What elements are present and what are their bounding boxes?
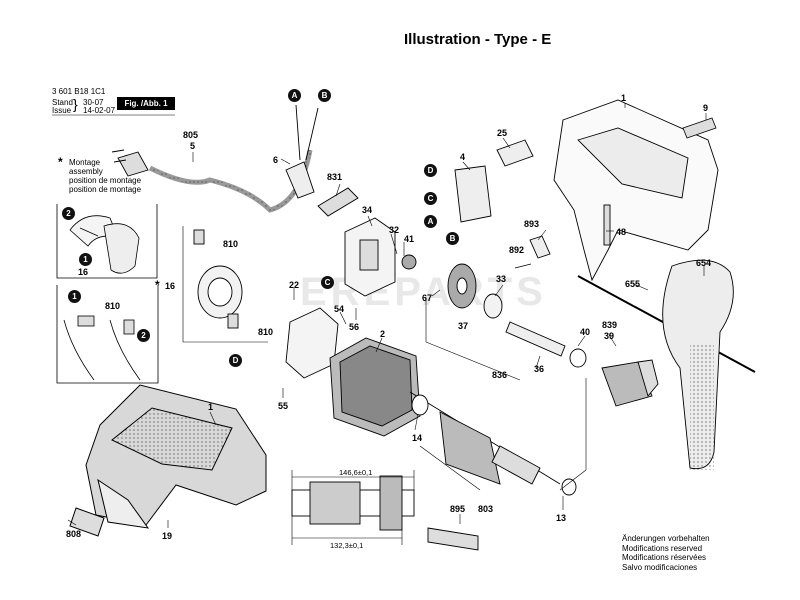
- part-label-805: 805: [183, 130, 199, 140]
- armature: [409, 391, 577, 496]
- leader-lines: [67, 103, 707, 528]
- modifications-note-line-3: Modifications réservées: [622, 553, 707, 563]
- callout-b-switch: B: [446, 232, 459, 245]
- part-label-810-inset: 810: [105, 301, 121, 311]
- stand-label: Stand: [52, 98, 73, 107]
- auxiliary-handle: [577, 259, 756, 470]
- part-label-839: 839: [602, 320, 618, 330]
- modifications-note-line-2: Modifications reserved: [622, 543, 703, 553]
- callout-c-switch: C: [424, 192, 437, 205]
- modifications-note-line-1: Änderungen vorbehalten: [622, 534, 710, 543]
- gear-train: [401, 254, 587, 368]
- part-label-16-inset: 16: [78, 267, 89, 277]
- part-label-16-main: 16: [165, 281, 176, 291]
- part-label-9: 9: [703, 103, 709, 113]
- stand-date: 30-07: [83, 98, 104, 107]
- part-label-41: 41: [404, 234, 415, 244]
- assembled-drill: [69, 384, 267, 537]
- part-label-56: 56: [349, 322, 360, 332]
- part-label-895: 895: [450, 504, 466, 514]
- bearing-cover: [317, 187, 359, 217]
- modifications-note-line-4: Salvo modificaciones: [622, 562, 698, 572]
- part-label-34: 34: [362, 205, 373, 215]
- dimension-label-bottom: 132,3±0,1: [330, 541, 364, 550]
- part-label-39: 39: [604, 331, 615, 341]
- part-label-810-top: 810: [223, 239, 239, 249]
- part-label-654: 654: [696, 258, 712, 268]
- figure-badge: Fig. /Abb. 1: [117, 97, 175, 110]
- part-number: 3 601 B18 1C1: [52, 87, 106, 96]
- part-label-892: 892: [509, 245, 525, 255]
- bearing-plate: [344, 217, 396, 297]
- part-label-36: 36: [534, 364, 545, 374]
- part-label-67: 67: [422, 293, 433, 303]
- part-label-836: 836: [492, 370, 508, 380]
- callout-d-switch: D: [424, 164, 437, 177]
- assembly-note-line-1: Montage: [69, 158, 101, 167]
- part-label-13: 13: [556, 513, 567, 523]
- housing-half: [553, 99, 719, 282]
- assembly-note-star: *: [58, 155, 63, 169]
- switch-assembly: [454, 139, 551, 269]
- part-label-1-housing: 1: [621, 93, 627, 103]
- part-label-2: 2: [380, 329, 386, 339]
- part-label-19: 19: [162, 531, 173, 541]
- drill-chuck: [601, 359, 659, 407]
- callout-1-top-inset: 1: [79, 253, 92, 266]
- callout-2-bottom-inset: 2: [137, 329, 150, 342]
- assembly-note-line-3: position de montage: [69, 176, 142, 185]
- assembly-star-marker: *: [155, 278, 160, 292]
- part-label-37: 37: [458, 321, 469, 331]
- part-label-893: 893: [524, 219, 540, 229]
- part-label-5: 5: [190, 141, 196, 151]
- callout-1-bottom-inset: 1: [68, 290, 81, 303]
- armature-detail: [291, 470, 415, 545]
- issue-label: Issue: [52, 106, 72, 115]
- assembly-inset-top: [56, 204, 158, 279]
- callout-d-brush: D: [229, 354, 242, 367]
- callout-a-cord: A: [288, 89, 301, 102]
- brush-holder: [182, 226, 268, 343]
- modifications-note: Änderungen vorbehalten Modifications res…: [622, 534, 710, 572]
- part-label-32: 32: [389, 225, 400, 235]
- part-label-1-assembled: 1: [208, 402, 214, 412]
- grease-tube: [427, 527, 479, 551]
- part-label-33: 33: [496, 274, 507, 284]
- assembly-note-line-4: position de montage: [69, 185, 142, 194]
- part-label-4: 4: [460, 152, 466, 162]
- part-label-55: 55: [278, 401, 289, 411]
- part-label-25: 25: [497, 128, 508, 138]
- issue-date: 14-02-07: [83, 106, 116, 115]
- callout-2-top-inset: 2: [62, 207, 75, 220]
- part-label-655: 655: [625, 279, 641, 289]
- part-label-808: 808: [66, 529, 82, 539]
- part-label-803: 803: [478, 504, 494, 514]
- part-label-22: 22: [289, 280, 300, 290]
- part-label-6: 6: [273, 155, 279, 165]
- label-plate: [682, 117, 717, 139]
- part-label-54: 54: [334, 304, 345, 314]
- callout-c-brush: C: [321, 276, 334, 289]
- part-label-810-bottom: 810: [258, 327, 274, 337]
- assembly-note-line-2: assembly: [69, 167, 103, 176]
- part-label-40: 40: [580, 327, 591, 337]
- callout-b-cord: B: [318, 89, 331, 102]
- field-coil: [329, 337, 421, 437]
- dimension-label-top: 146,6±0,1: [339, 468, 373, 477]
- part-label-48: 48: [616, 227, 627, 237]
- bracket-brace: }: [73, 96, 78, 112]
- assembly-inset-bottom: [56, 285, 159, 384]
- power-cord: [111, 104, 319, 213]
- part-label-14: 14: [412, 433, 423, 443]
- part-label-831: 831: [327, 172, 343, 182]
- callout-a-switch: A: [424, 215, 437, 228]
- page-title: Illustration - Type - E: [404, 31, 552, 48]
